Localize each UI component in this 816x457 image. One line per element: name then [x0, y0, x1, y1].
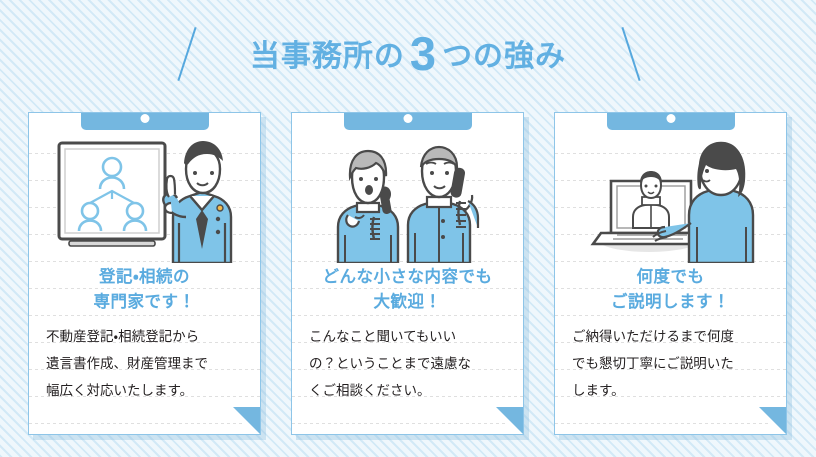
card-1-folded-corner — [233, 407, 260, 434]
illustration-elderly-couple-phone — [292, 131, 523, 267]
strength-card-1: 登記・相続の 専門家です！ 不動産登記・相続登記から 遺言書作成、財産管理まで … — [28, 112, 261, 435]
card-3-title: 何度でも ご説明します！ — [555, 265, 786, 315]
card-1-body-line-2: 遺言書作成、財産管理まで — [46, 356, 208, 371]
card-2-body-line-1: こんなこと聞いてもいい — [309, 329, 457, 344]
page-title-suffix: つの強み — [442, 40, 567, 73]
card-2-title: どんな小さな内容でも 大歓迎！ — [292, 265, 523, 315]
paper-clip-hole-icon — [666, 114, 675, 123]
paper-clip-icon — [343, 113, 472, 130]
card-2-body-line-2: の？ということまで遠慮な — [309, 356, 471, 371]
card-2-body-line-3: くご相談ください。 — [309, 383, 431, 398]
card-2-title-line-1: どんな小さな内容でも — [322, 268, 493, 286]
card-3-folded-corner — [759, 407, 786, 434]
card-1-title-line-1: 登記・相続の — [98, 268, 191, 286]
card-1-body-line-3: 幅広く対応いたします。 — [46, 383, 194, 398]
illustration-woman-laptop-videocall — [555, 131, 786, 267]
card-3-title-line-1: 何度でも — [636, 268, 705, 286]
card-2-text: どんな小さな内容でも 大歓迎！ こんなこと聞いてもいい の？ということまで遠慮な… — [292, 265, 523, 404]
card-3-body-line-2: でも懇切丁寧にご説明いた — [572, 356, 734, 371]
card-3-body-line-3: します。 — [572, 383, 625, 398]
strength-card-2: どんな小さな内容でも 大歓迎！ こんなこと聞いてもいい の？ということまで遠慮な… — [291, 112, 524, 435]
card-1-body-line-1: 不動産登記・相続登記から — [46, 329, 200, 344]
card-2-title-line-2: 大歓迎！ — [373, 293, 442, 311]
card-3-body: ご納得いただけるまで何度 でも懇切丁寧にご説明いた します。 — [555, 323, 786, 404]
card-1-body: 不動産登記・相続登記から 遺言書作成、財産管理まで 幅広く対応いたします。 — [29, 323, 260, 404]
paper-clip-hole-icon — [140, 114, 149, 123]
card-2-folded-corner — [496, 407, 523, 434]
illustration-whiteboard-presenter — [29, 131, 260, 267]
strength-card-3: 何度でも ご説明します！ ご納得いただけるまで何度 でも懇切丁寧にご説明いた し… — [554, 112, 787, 435]
card-3-title-line-2: ご説明します！ — [611, 293, 730, 311]
paper-clip-icon — [606, 113, 735, 130]
page-title-prefix: 当事務所の — [249, 40, 405, 73]
page-title-number: 3 — [409, 27, 438, 80]
card-1-title-line-2: 専門家です！ — [93, 293, 196, 311]
paper-clip-icon — [80, 113, 209, 130]
paper-clip-hole-icon — [403, 114, 412, 123]
card-1-text: 登記・相続の 専門家です！ 不動産登記・相続登記から 遺言書作成、財産管理まで … — [29, 265, 260, 404]
card-2-body: こんなこと聞いてもいい の？ということまで遠慮な くご相談ください。 — [292, 323, 523, 404]
card-1-title: 登記・相続の 専門家です！ — [29, 265, 260, 315]
card-3-body-line-1: ご納得いただけるまで何度 — [572, 329, 734, 344]
card-3-text: 何度でも ご説明します！ ご納得いただけるまで何度 でも懇切丁寧にご説明いた し… — [555, 265, 786, 404]
